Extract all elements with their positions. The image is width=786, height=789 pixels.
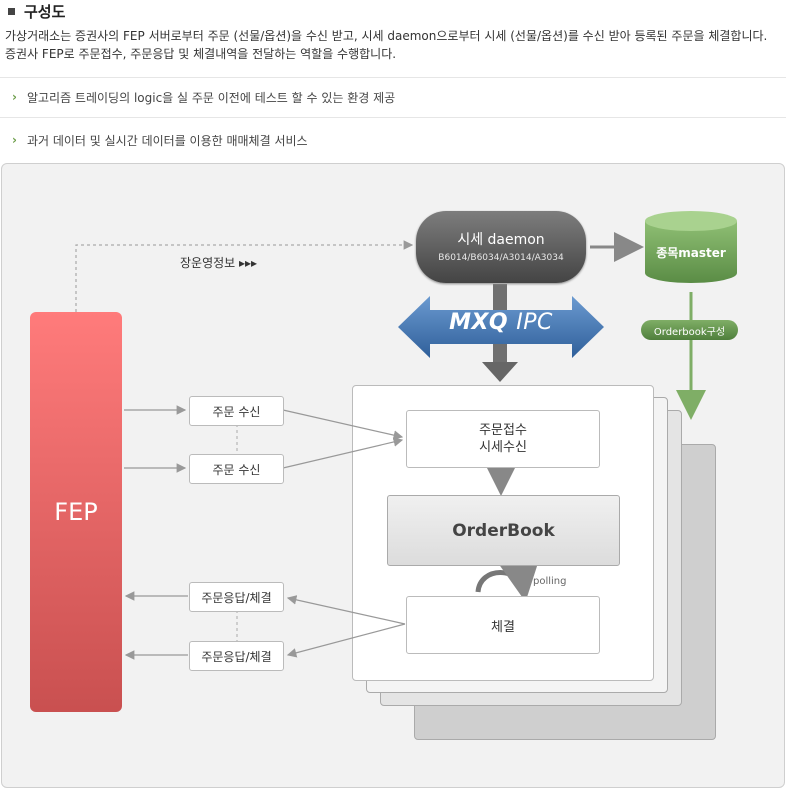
match-box: 체결	[406, 596, 600, 654]
fep-block: FEP	[30, 312, 122, 712]
market-info-label: 장운영정보 ▸▸▸	[180, 256, 258, 270]
price-daemon-node: 시세 daemon B6014/B6034/A3014/A3034	[416, 211, 586, 283]
order-receive-box: 주문 수신	[189, 454, 284, 484]
intro-text: 가상거래소는 증권사의 FEP 서버로부터 주문 (선물/옵션)을 수신 받고,…	[5, 29, 768, 61]
order-to-accept-arrow	[282, 409, 404, 440]
order-accept-box: 주문접수 시세수신	[406, 410, 600, 468]
accept-line-1: 주문접수	[479, 423, 527, 438]
section-title: 구성도	[24, 2, 66, 21]
database-icon	[645, 211, 737, 283]
bullet-text: 과거 데이터 및 실시간 데이터를 이용한 매매체결 서비스	[26, 133, 308, 148]
order-response-box: 주문응답/체결	[189, 641, 284, 671]
square-bullet-icon	[8, 7, 15, 15]
polling-label: polling	[533, 576, 567, 587]
master-label: 종목master	[656, 246, 726, 260]
double-arrow-icon	[398, 296, 604, 358]
bullet-text: 알고리즘 트레이딩의 logic을 실 주문 이전에 테스트 할 수 있는 환경…	[26, 90, 396, 105]
chevron-right-icon: ›	[12, 90, 17, 104]
ipc-arrow-head	[482, 362, 518, 382]
bullet-item-1: › 알고리즘 트레이딩의 logic을 실 주문 이전에 테스트 할 수 있는 …	[12, 87, 395, 107]
divider	[0, 117, 786, 118]
match-to-response-arrow	[286, 595, 406, 625]
chevron-right-icon: ›	[12, 133, 17, 147]
fep-label: FEP	[54, 498, 98, 526]
orderbook-box: OrderBook	[387, 495, 620, 566]
daemon-title: 시세 daemon	[457, 232, 545, 248]
match-to-response-arrow	[286, 623, 406, 658]
mxq-ipc-label: MXQ IPC	[398, 310, 604, 335]
price-info-arrow	[75, 240, 414, 312]
bullet-item-2: › 과거 데이터 및 실시간 데이터를 이용한 매매체결 서비스	[12, 130, 308, 150]
order-receive-box: 주문 수신	[189, 396, 284, 426]
ipc-text: IPC	[516, 310, 553, 335]
daemon-codes: B6014/B6034/A3014/A3034	[438, 253, 564, 263]
orderbook-config-badge: Orderbook구성	[641, 320, 738, 340]
section-header: 구성도	[8, 0, 65, 22]
accept-line-2: 시세수신	[479, 440, 527, 455]
order-to-accept-arrow	[282, 437, 404, 469]
polling-arrow	[475, 548, 543, 602]
divider	[0, 77, 786, 78]
order-response-box: 주문응답/체결	[189, 582, 284, 612]
mxq-text: MXQ	[449, 310, 509, 335]
